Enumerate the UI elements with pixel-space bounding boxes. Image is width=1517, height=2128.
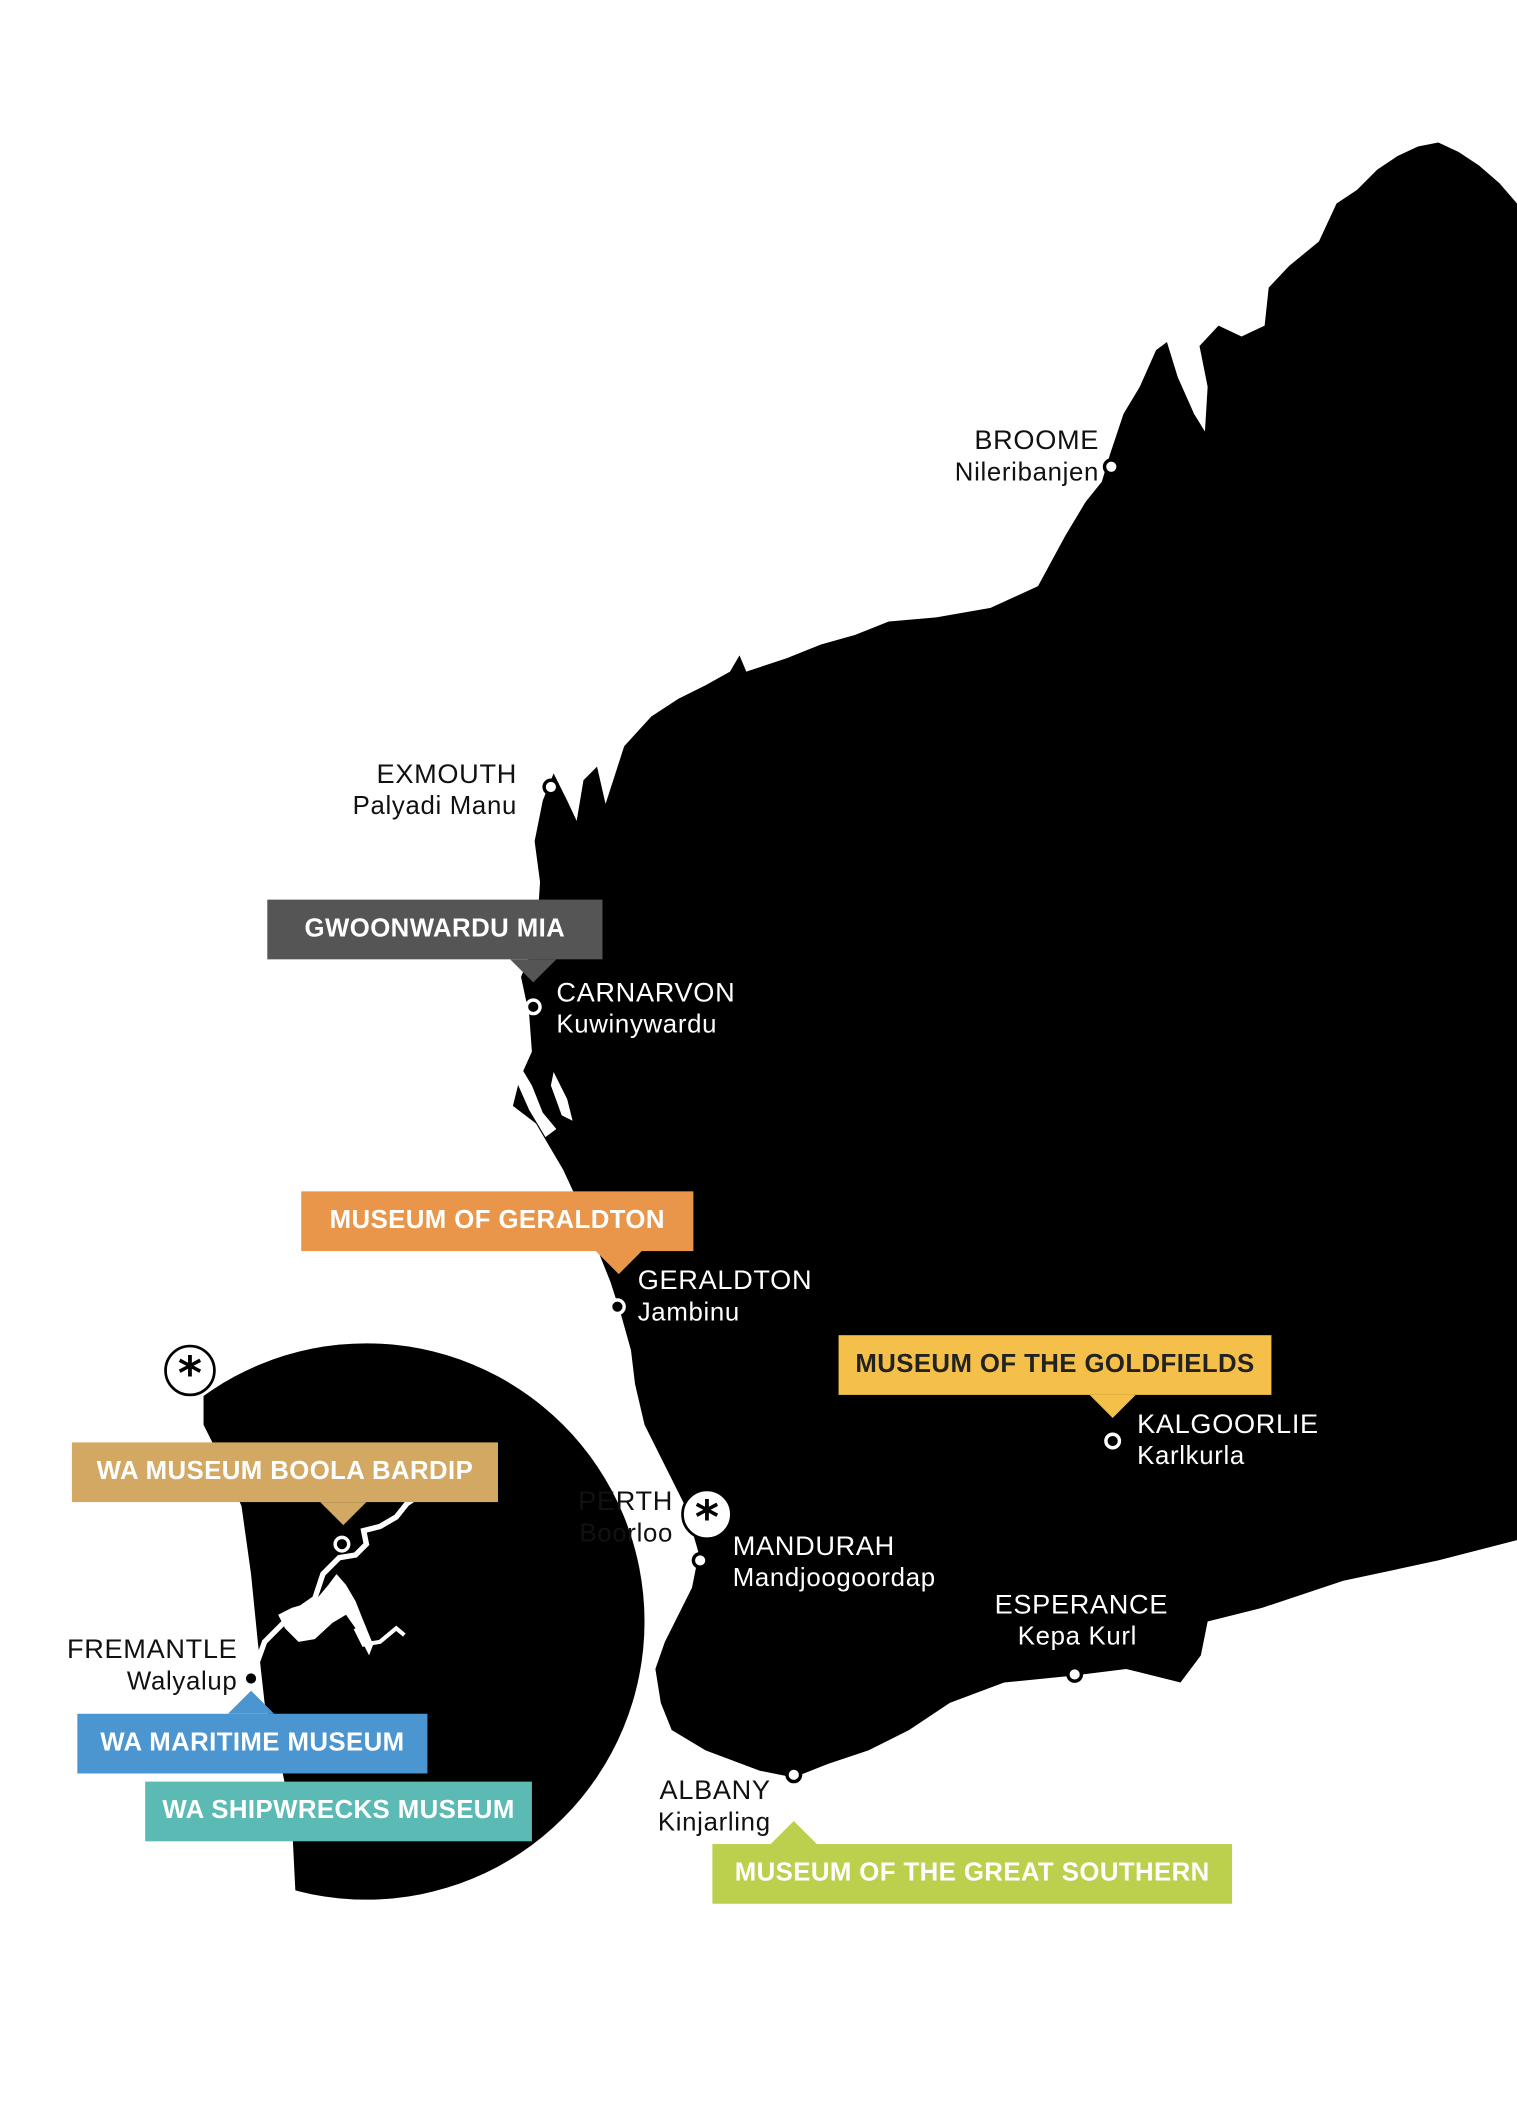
town-name: CARNARVON (556, 978, 736, 1009)
esperance-marker-icon[interactable] (1066, 1665, 1084, 1683)
town-indigenous-name: Kuwinywardu (556, 1010, 718, 1040)
town-indigenous-name: Palyadi Manu (352, 792, 517, 821)
town-label-perth: PERTH Boorloo (578, 1487, 673, 1549)
town-indigenous-name: Mandjoogoordap (732, 1564, 936, 1594)
town-indigenous-name: Kepa Kurl (1017, 1622, 1138, 1652)
town-indigenous-name: Karlkurla (1137, 1442, 1245, 1471)
museum-name: MUSEUM OF GERALDTON (329, 1206, 665, 1235)
museum-label-great-southern[interactable]: MUSEUM OF THE GREAT SOUTHERN (712, 1820, 1233, 1904)
albany-marker-icon[interactable] (785, 1766, 803, 1784)
town-indigenous-name: Kinjarling (657, 1808, 771, 1838)
museum-name: WA MARITIME MUSEUM (100, 1728, 405, 1758)
museum-label-goldfields[interactable]: MUSEUM OF THE GOLDFIELDS (838, 1335, 1272, 1418)
town-name: KALGOORLIE (1137, 1409, 1319, 1440)
town-label-esperance: ESPERANCE Kepa Kurl (994, 1590, 1169, 1652)
museum-name: WA SHIPWRECKS MUSEUM (162, 1796, 515, 1826)
museum-name: WA MUSEUM BOOLA BARDIP (96, 1457, 474, 1486)
carnarvon-marker-icon[interactable] (524, 998, 542, 1016)
town-name: FREMANTLE (66, 1635, 238, 1665)
town-label-carnarvon: CARNARVON Kuwinywardu (556, 978, 735, 1040)
town-label-exmouth: EXMOUTH Palyadi Manu (353, 760, 517, 822)
museum-label-boola-bardip[interactable]: WA MUSEUM BOOLA BARDIP (71, 1442, 498, 1526)
museum-label-geraldton[interactable]: MUSEUM OF GERALDTON (301, 1191, 694, 1275)
mandurah-marker-icon[interactable] (691, 1551, 709, 1569)
kalgoorlie-marker-icon[interactable] (1104, 1432, 1122, 1450)
boola-bardip-marker-icon[interactable] (333, 1535, 351, 1553)
geraldton-marker-icon[interactable] (608, 1298, 626, 1316)
shark-bay-water (515, 1058, 573, 1138)
town-name: ESPERANCE (994, 1590, 1169, 1621)
town-indigenous-name: Boorloo (579, 1519, 674, 1549)
town-label-kalgoorlie: KALGOORLIE Karlkurla (1137, 1410, 1319, 1472)
svg-text:*: * (695, 1490, 719, 1544)
museum-label-shipwrecks[interactable]: WA SHIPWRECKS MUSEUM (145, 1781, 532, 1842)
svg-text:*: * (178, 1346, 202, 1400)
town-label-mandurah: MANDURAH Mandjoogoordap (733, 1532, 936, 1594)
perth-asterisk-icon[interactable]: * (681, 1488, 733, 1544)
town-name: GERALDTON (637, 1265, 813, 1296)
town-name: PERTH (578, 1487, 674, 1518)
town-name: MANDURAH (732, 1531, 895, 1562)
museum-name: MUSEUM OF THE GOLDFIELDS (855, 1350, 1255, 1379)
town-label-geraldton: GERALDTON Jambinu (638, 1266, 813, 1328)
town-name: BROOME (974, 426, 1100, 456)
fremantle-marker-icon[interactable] (242, 1670, 260, 1687)
museum-name: MUSEUM OF THE GREAT SOUTHERN (734, 1858, 1210, 1888)
town-name: ALBANY (659, 1776, 771, 1807)
town-indigenous-name: Jambinu (637, 1298, 740, 1328)
town-label-albany: ALBANY Kinjarling (658, 1776, 771, 1838)
town-indigenous-name: Walyalup (126, 1667, 238, 1697)
town-label-broome: BROOME Nileribanjen (955, 426, 1099, 488)
inset-asterisk-icon: * (164, 1344, 216, 1400)
town-label-fremantle: FREMANTLE Walyalup (67, 1635, 237, 1697)
town-name: EXMOUTH (376, 759, 517, 790)
museum-name: GWOONWARDU MIA (304, 914, 566, 944)
town-indigenous-name: Nileribanjen (954, 458, 1100, 488)
museum-label-maritime[interactable]: WA MARITIME MUSEUM (77, 1690, 428, 1774)
broome-marker-icon[interactable] (1102, 458, 1120, 476)
museum-label-gwoonwardu-mia[interactable]: GWOONWARDU MIA (267, 899, 603, 983)
exmouth-marker-icon[interactable] (542, 778, 560, 796)
